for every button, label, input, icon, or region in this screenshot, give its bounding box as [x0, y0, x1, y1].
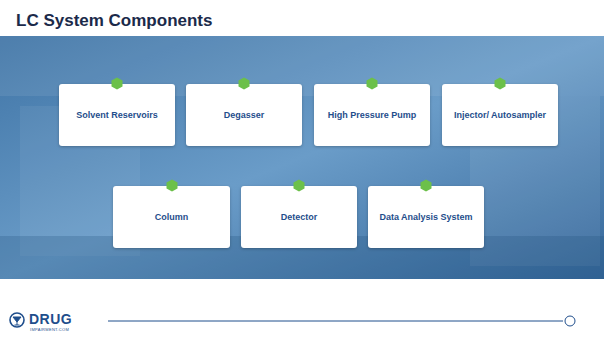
footer-rule [108, 321, 563, 322]
hexagon-shape [294, 180, 305, 192]
hexagon-shape [166, 180, 177, 192]
component-box: Solvent Reservoirs [59, 84, 175, 146]
slide-title: LC System Components [16, 11, 212, 31]
hexagon-marker [111, 77, 123, 90]
component-label: Solvent Reservoirs [76, 110, 158, 121]
hexagon-shape [495, 78, 506, 90]
component-box: Injector/ Autosampler [442, 84, 558, 146]
component-box: Degasser [186, 84, 302, 146]
page-dot [565, 316, 575, 326]
hexagon-marker [494, 77, 506, 90]
component-box: Data Analysis System [368, 186, 484, 248]
component-label: Data Analysis System [379, 212, 472, 223]
logo-text: DRUG [29, 311, 72, 327]
logo-glass [13, 317, 21, 325]
component-label: Injector/ Autosampler [454, 110, 546, 121]
component-label: High Pressure Pump [328, 110, 417, 121]
component-label: Degasser [224, 110, 265, 121]
hexagon-marker [293, 179, 305, 192]
logo-icon [10, 313, 24, 327]
hexagon-shape [421, 180, 432, 192]
hexagon-marker [420, 179, 432, 192]
hexagon-shape [112, 78, 123, 90]
logo-subtext: IMPAIRMENT.COM [30, 327, 69, 332]
component-label: Column [155, 212, 189, 223]
hexagon-shape [367, 78, 378, 90]
component-box: High Pressure Pump [314, 84, 430, 146]
hexagon-shape [239, 78, 250, 90]
component-box: Column [113, 186, 230, 248]
hexagon-marker [366, 77, 378, 90]
component-label: Detector [281, 212, 318, 223]
hexagon-marker [238, 77, 250, 90]
hexagon-marker [166, 179, 178, 192]
component-box: Detector [241, 186, 357, 248]
